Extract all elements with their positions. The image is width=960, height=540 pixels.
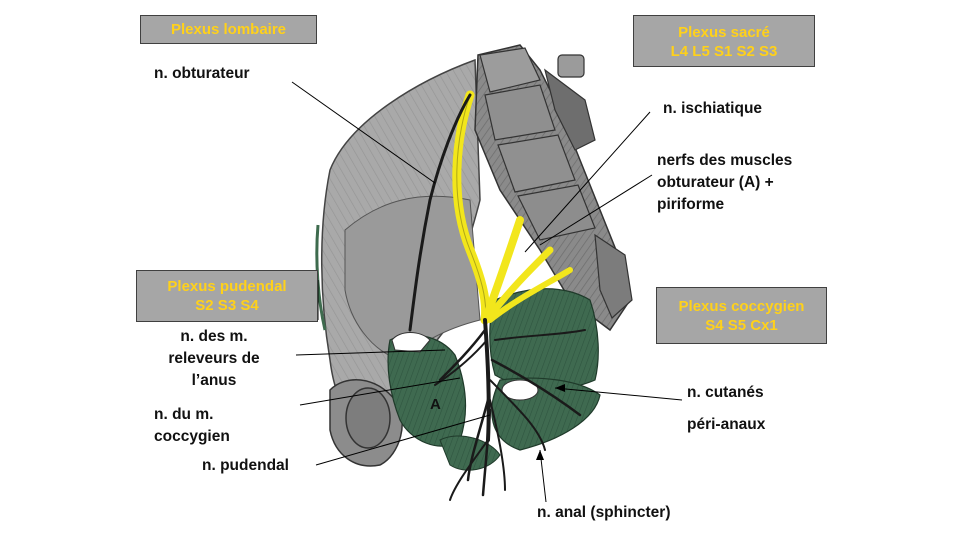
label-releveurs-anus: n. des m. releveurs de l’anus bbox=[158, 326, 270, 392]
label-releveurs-line-3: l’anus bbox=[191, 372, 237, 389]
label-n-ischiatique: n. ischiatique bbox=[663, 100, 763, 117]
leader-muscles bbox=[539, 174, 653, 246]
leader-lines bbox=[291, 81, 683, 503]
marker-a: A bbox=[430, 396, 441, 413]
label-releveurs-line-1: n. des m. bbox=[180, 328, 248, 345]
branch-8 bbox=[494, 329, 586, 341]
sacrum-vertebra-4 bbox=[517, 184, 596, 241]
label-n-cutanes: n. cutanés bbox=[687, 384, 764, 401]
branch-1 bbox=[438, 328, 487, 382]
spinous-process bbox=[557, 54, 585, 78]
label-nerfs-muscles: nerfs des muscles obturateur (A) + pirif… bbox=[657, 150, 792, 216]
branch-3 bbox=[466, 398, 490, 482]
leader-ischiatique bbox=[524, 111, 651, 253]
anal-opening bbox=[501, 379, 539, 401]
label-nerfs-muscles-line-2: obturateur (A) + bbox=[657, 174, 774, 191]
box-plexus-sacre-line-1: Plexus sacré bbox=[678, 24, 770, 41]
yellow-root-2 bbox=[484, 246, 554, 322]
ischial-tuberosity bbox=[345, 387, 391, 449]
leader-pudendal bbox=[315, 414, 491, 466]
label-coccygien-line-2: coccygien bbox=[154, 428, 230, 445]
leader-cutanes bbox=[554, 387, 683, 401]
leader-releveurs bbox=[295, 349, 446, 356]
branch-9 bbox=[449, 439, 489, 501]
box-plexus-pudendal: Plexus pudendal S2 S3 S4 bbox=[136, 270, 318, 322]
label-nerfs-muscles-line-3: piriforme bbox=[657, 196, 725, 213]
yellow-root-1 bbox=[483, 216, 524, 319]
label-coccygien-line-1: n. du m. bbox=[154, 406, 214, 423]
sacral-ala bbox=[544, 68, 596, 151]
label-n-obturateur: n. obturateur bbox=[154, 65, 250, 82]
label-nerfs-muscles-line-1: nerfs des muscles bbox=[657, 152, 793, 169]
label-peri-anaux: péri-anaux bbox=[687, 416, 766, 433]
yellow-nerve-outline bbox=[456, 94, 487, 321]
obturator-foramen bbox=[391, 332, 431, 353]
label-n-pudendal: n. pudendal bbox=[202, 457, 289, 474]
yellow-root-3 bbox=[487, 267, 573, 323]
label-releveurs-line-2: releveurs de bbox=[168, 350, 260, 367]
branch-4 bbox=[481, 408, 492, 497]
branch-5 bbox=[489, 399, 506, 491]
branch-2 bbox=[434, 339, 488, 386]
box-plexus-sacre-line-2: L4 L5 S1 S2 S3 bbox=[670, 43, 778, 60]
branch-7 bbox=[489, 379, 546, 451]
label-n-anal: n. anal (sphincter) bbox=[537, 504, 671, 521]
box-plexus-lombaire: Plexus lombaire bbox=[140, 15, 317, 44]
leader-obturateur bbox=[291, 81, 436, 184]
coccyx bbox=[594, 233, 633, 320]
arrow-cutanes bbox=[555, 384, 565, 392]
box-plexus-pudendal-line-2: S2 S3 S4 bbox=[195, 297, 259, 314]
box-plexus-coccygien: Plexus coccygien S4 S5 Cx1 bbox=[656, 287, 827, 344]
sacrum-vertebra-1 bbox=[479, 47, 541, 93]
branch-6 bbox=[490, 358, 582, 417]
arrow-anal bbox=[536, 450, 544, 460]
box-plexus-lombaire-line-1: Plexus lombaire bbox=[170, 21, 287, 38]
box-plexus-sacre: Plexus sacré L4 L5 S1 S2 S3 bbox=[633, 15, 815, 67]
box-plexus-coccygien-line-2: S4 S5 Cx1 bbox=[705, 317, 778, 334]
box-plexus-coccygien-line-1: Plexus coccygien bbox=[678, 298, 805, 315]
sacrum-vertebra-3 bbox=[497, 134, 576, 193]
obturator-nerve-path bbox=[408, 93, 472, 332]
label-coccygien-muscle: n. du m. coccygien bbox=[154, 404, 230, 448]
leader-coccygien bbox=[299, 377, 461, 406]
sacrum-vertebra-2 bbox=[484, 84, 556, 141]
box-plexus-pudendal-line-1: Plexus pudendal bbox=[167, 278, 287, 295]
dark-nerves bbox=[408, 93, 586, 501]
inner-pelvis bbox=[344, 195, 481, 361]
